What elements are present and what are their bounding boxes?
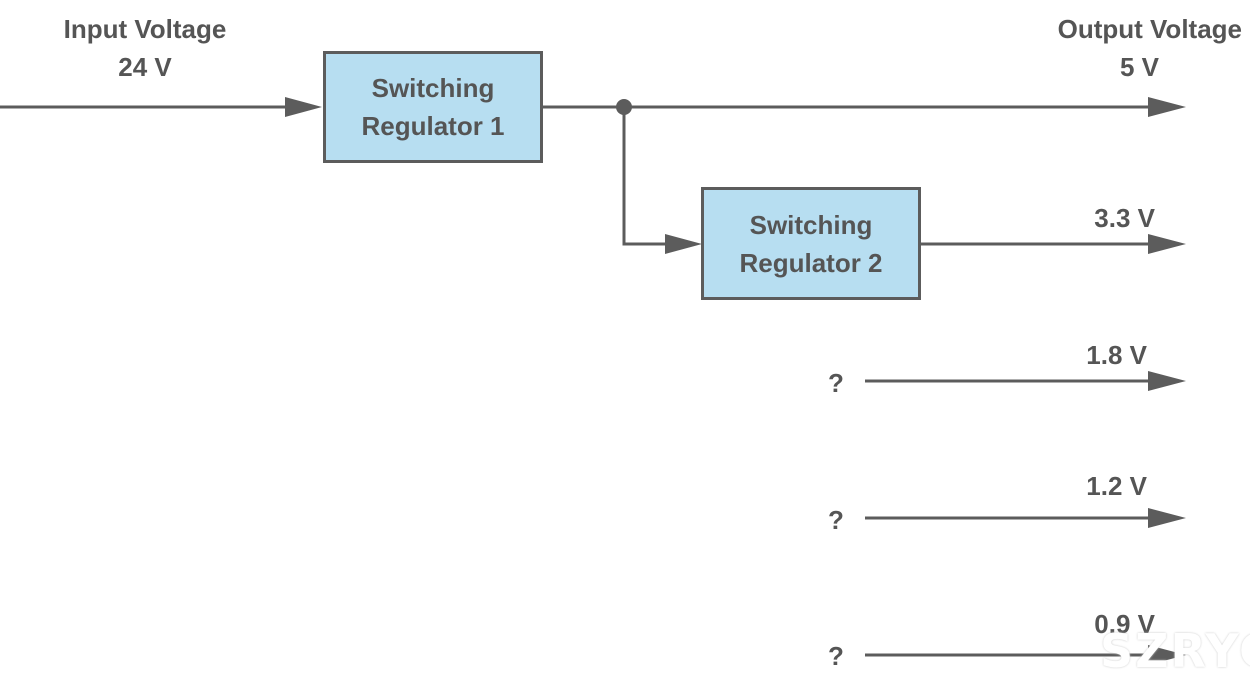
input-voltage-value: 24 V xyxy=(118,52,172,82)
input-voltage-heading: Input Voltage xyxy=(63,14,227,44)
output-3v3-arrowhead xyxy=(1148,234,1186,254)
input-arrowhead xyxy=(285,97,322,117)
unknown-source-0v9: ? xyxy=(828,641,844,671)
output-3v3-label: 3.3 V xyxy=(1094,203,1155,233)
regulator-1-line1: Switching xyxy=(371,73,495,103)
output-1v8-arrowhead xyxy=(1148,371,1186,391)
output-1v2-arrowhead xyxy=(1148,508,1186,528)
watermark-text: SZRYC xyxy=(1100,624,1250,678)
output-1v8-label: 1.8 V xyxy=(1086,340,1147,370)
regulator-1-line2: Regulator 1 xyxy=(361,111,505,141)
output-0v9-label: 0.9 V xyxy=(1094,609,1155,639)
output-1v2-label: 1.2 V xyxy=(1086,471,1147,501)
branch-wire xyxy=(622,107,672,246)
switching-regulator-1: Switching Regulator 1 xyxy=(323,51,543,163)
output-voltage-heading: Output Voltage xyxy=(1057,14,1242,44)
output-5v-arrowhead xyxy=(1148,97,1186,117)
switching-regulator-2: Switching Regulator 2 xyxy=(701,187,921,300)
unknown-source-1v8: ? xyxy=(828,368,844,398)
output-0v9-arrowhead xyxy=(1148,645,1186,665)
branch-arrowhead xyxy=(665,234,702,254)
unknown-source-1v2: ? xyxy=(828,505,844,535)
regulator-2-line1: Switching xyxy=(749,209,873,240)
regulator-2-line2: Regulator 2 xyxy=(739,247,883,278)
output-5v-label: 5 V xyxy=(1119,52,1159,82)
